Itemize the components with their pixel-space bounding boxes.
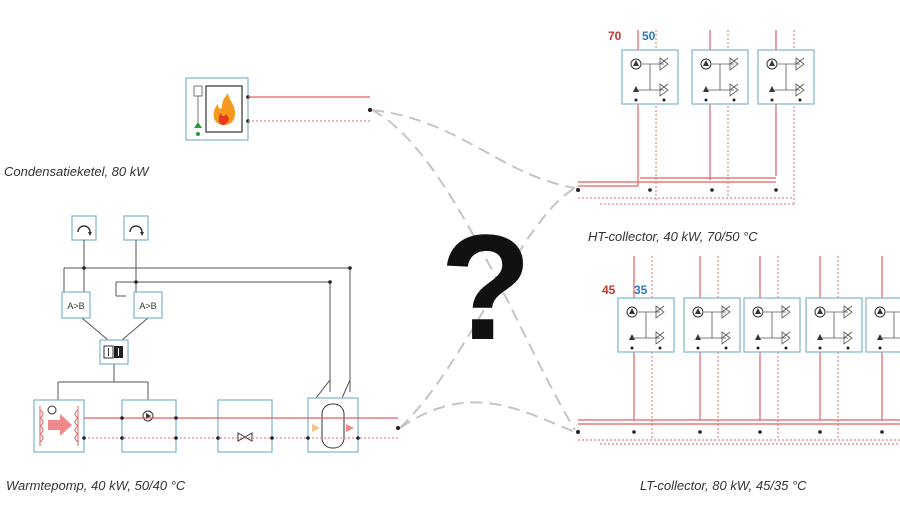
dashed-line-boiler-to-lt	[371, 109, 576, 431]
lt-supply-temp: 45	[602, 283, 616, 297]
dashed-line-heatpump-to-ht	[399, 187, 576, 429]
lt-mixing-group-1	[617, 297, 675, 353]
heatpump-caption: Warmtepomp, 40 kW, 50/40 °C	[6, 478, 186, 493]
comparator-1	[61, 291, 91, 319]
unknown-connections	[371, 109, 576, 433]
dashed-line-heatpump-to-lt	[399, 401, 576, 433]
sensor-2	[123, 215, 149, 241]
valve-icon	[237, 432, 253, 442]
comparator-1-label: A>B	[67, 301, 84, 311]
lt-headers	[578, 419, 900, 445]
flame-icon	[213, 93, 236, 125]
lt-mixing-group-4	[805, 297, 863, 353]
lt-collector-group: 45 35	[576, 256, 900, 445]
ht-supply-temp: 70	[608, 29, 622, 43]
lt-return-temp: 35	[634, 283, 648, 297]
comparator-2-label: A>B	[139, 301, 156, 311]
switch-icon	[103, 345, 123, 359]
comparator-2	[133, 291, 163, 319]
heatpump-group: A>B A>B	[33, 215, 400, 453]
ht-return-temp: 50	[642, 29, 656, 43]
lt-collector-caption: LT-collector, 80 kW, 45/35 °C	[640, 478, 807, 493]
heat-exchanger-icon	[39, 405, 79, 446]
dashed-line-boiler-to-ht	[371, 109, 576, 189]
sensor-icon	[77, 225, 92, 236]
lt-mixing-group-5	[865, 297, 900, 353]
pump-module	[121, 399, 177, 453]
boiler-group	[185, 77, 372, 141]
lt-mixing-group-3	[743, 297, 801, 353]
question-mark: ?	[440, 203, 532, 371]
ht-collector-group: 70 50	[576, 29, 815, 205]
sensor-1	[71, 215, 97, 241]
ht-collector-caption: HT-collector, 40 kW, 70/50 °C	[588, 229, 758, 244]
valve-module	[217, 399, 273, 453]
sensor-icon	[129, 225, 144, 236]
boiler-caption: Condensatieketel, 80 kW	[4, 164, 149, 179]
ht-mixing-group-1	[621, 49, 679, 105]
ht-headers	[578, 177, 794, 205]
ht-mixing-group-3	[757, 49, 815, 105]
ht-mixing-group-2	[691, 49, 749, 105]
lt-mixing-group-2	[683, 297, 741, 353]
buffer-tank-icon	[312, 403, 354, 449]
